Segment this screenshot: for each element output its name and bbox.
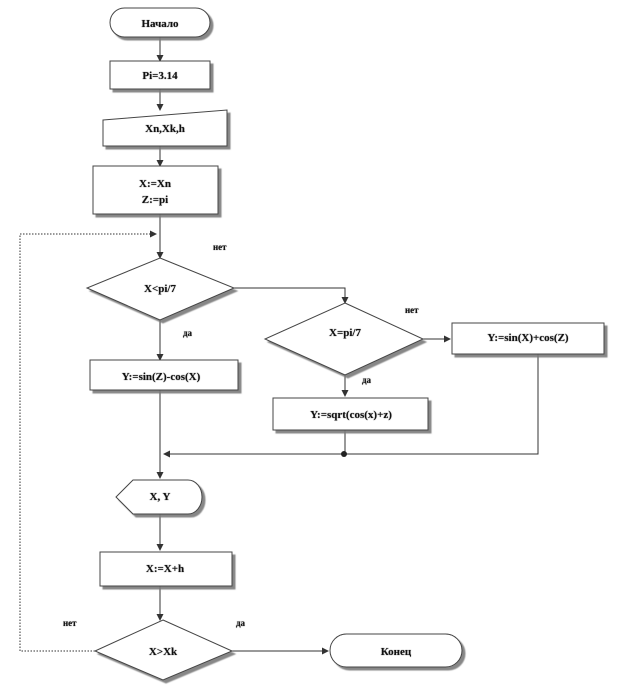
process-calc-a: Y:=sin(Z)-cos(X) xyxy=(89,359,239,391)
decision-cond3: X>Xk xyxy=(93,619,234,681)
calc-c-label: Y:=sqrt(cos(x)+z) xyxy=(310,409,392,421)
pi-label: Pi=3.14 xyxy=(142,70,178,82)
process-init: X:=Xn Z:=pi xyxy=(92,165,219,215)
cond3-no-label: нет xyxy=(63,618,77,628)
input-label: Xn,Xk,h xyxy=(145,123,185,135)
display-output: X, Y xyxy=(115,479,203,515)
calc-b-label: Y:=sin(X)+cos(Z) xyxy=(487,332,569,344)
init-x-label: X:=Xn xyxy=(139,178,171,190)
calc-a-label: Y:=sin(Z)-cos(X) xyxy=(122,371,201,383)
branch-labels: нет да нет да нет да xyxy=(63,242,419,628)
start-node: Начало xyxy=(109,7,211,38)
process-calc-c: Y:=sqrt(cos(x)+z) xyxy=(272,397,429,431)
decision-cond1: X<pi/7 xyxy=(85,257,236,321)
start-label: Начало xyxy=(141,18,179,30)
cond2-label: X=pi/7 xyxy=(329,327,361,339)
cond1-no-label: нет xyxy=(213,242,227,252)
cond3-label: X>Xk xyxy=(149,646,178,658)
process-step: X:=X+h xyxy=(99,551,233,587)
output-label: X, Y xyxy=(150,491,171,503)
cond1-label: X<pi/7 xyxy=(144,283,176,295)
decision-cond2: X=pi/7 xyxy=(263,302,425,376)
init-z-label: Z:=pi xyxy=(142,194,168,206)
step-label: X:=X+h xyxy=(146,563,184,575)
junction-dot xyxy=(341,451,347,457)
process-calc-b: Y:=sin(X)+cos(Z) xyxy=(451,322,605,355)
cond2-no-label: нет xyxy=(405,305,419,315)
end-label: Конец xyxy=(381,646,412,658)
cond1-yes-label: да xyxy=(183,328,193,338)
arrow-cond1-no xyxy=(234,287,349,304)
input-node: Xn,Xk,h xyxy=(102,109,228,147)
cond2-yes-label: да xyxy=(362,375,372,385)
cond3-yes-label: да xyxy=(236,618,246,628)
connectors xyxy=(19,37,539,655)
arrow-merge-right xyxy=(163,354,539,458)
arrow-loop-back xyxy=(19,230,157,652)
end-node: Конец xyxy=(329,633,463,668)
process-pi: Pi=3.14 xyxy=(109,60,211,90)
